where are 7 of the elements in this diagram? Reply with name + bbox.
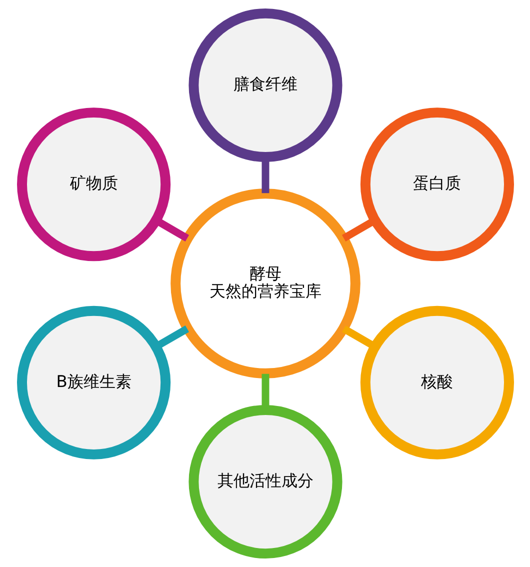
node-circle: 其他活性成分 (188, 404, 342, 559)
node-circle: 酵母 天然的营养宝库 (170, 188, 360, 378)
node-circle: B族维生素 (16, 306, 170, 460)
node-circle: 膳食纤维 (188, 8, 342, 162)
node-circle: 矿物质 (16, 108, 170, 262)
node-circle: 核酸 (360, 306, 514, 460)
node-circle: 蛋白质 (360, 108, 514, 262)
